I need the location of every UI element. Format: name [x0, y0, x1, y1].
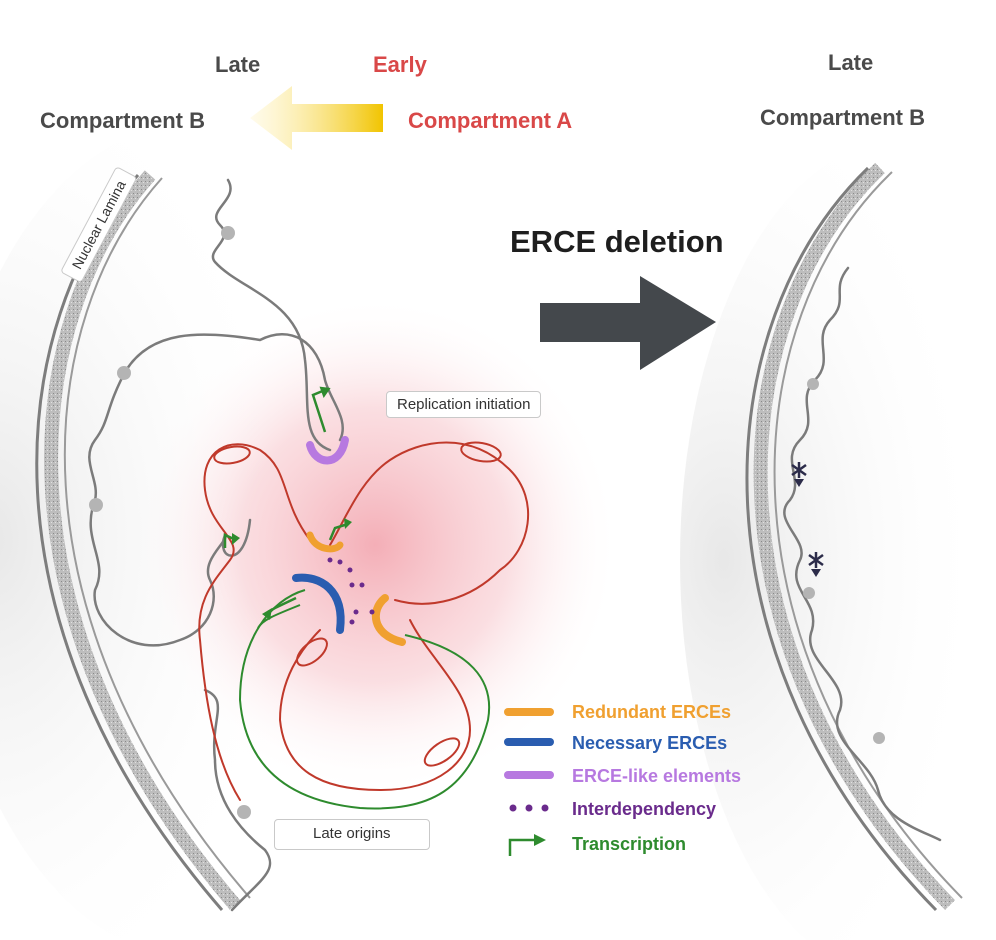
- legend-transcription-swatch: [508, 834, 546, 856]
- gray-node: [873, 732, 885, 744]
- erce-deletion-label: ERCE deletion: [510, 224, 724, 259]
- origin-ellipse: [296, 637, 328, 667]
- gray-node: [803, 587, 815, 599]
- origin-ellipse: [460, 441, 502, 463]
- gray-node: [237, 805, 251, 819]
- interdependency-dots: [327, 557, 375, 625]
- gray-node: [117, 366, 131, 380]
- replication-initiation-callout: Replication initiation: [386, 391, 542, 418]
- compartment-a-glow: [130, 295, 620, 795]
- gray-node: [807, 378, 819, 390]
- legend-redundant-label: Redundant ERCEs: [572, 702, 732, 722]
- right-late-label: Late: [828, 50, 874, 75]
- transcription-arrowheads: [232, 386, 352, 620]
- gray-node: [221, 226, 235, 240]
- redundant-erce: [306, 531, 344, 553]
- legend-interdependency-swatch: [509, 804, 549, 812]
- redundant-erce: [372, 594, 406, 646]
- green-transcription-loop: [238, 589, 491, 810]
- necessary-erce: [292, 573, 345, 634]
- right-nuclear-lamina: [745, 162, 963, 912]
- legend-necessary-label: Necessary ERCEs: [572, 733, 728, 753]
- right-nucleus-halo: [680, 140, 996, 940]
- late-origins-callout: Late origins: [274, 819, 430, 850]
- erce-deletion-arrow: [540, 276, 716, 370]
- legend-transcription-label: Transcription: [572, 834, 687, 854]
- origin-ellipse: [423, 737, 461, 767]
- legend-interdependency-label: Interdependency: [572, 799, 717, 819]
- gray-node: [89, 498, 103, 512]
- origin-ellipse: [213, 445, 251, 465]
- right-compartment-b-label: Compartment B: [760, 105, 926, 130]
- legend-erce-like-label: ERCE-like elements: [572, 766, 742, 786]
- erce-like-element: [306, 436, 349, 465]
- left-compartment-b-label: Compartment B: [40, 108, 206, 133]
- deleted-erce-star: [808, 552, 824, 577]
- left-early-label: Early: [373, 52, 427, 77]
- early-to-late-arrow: [250, 86, 383, 150]
- left-late-label: Late: [215, 52, 261, 77]
- deleted-erce-star: [791, 462, 807, 487]
- left-compartment-a-label: Compartment A: [408, 108, 573, 133]
- right-gray-chromatin: [783, 266, 942, 842]
